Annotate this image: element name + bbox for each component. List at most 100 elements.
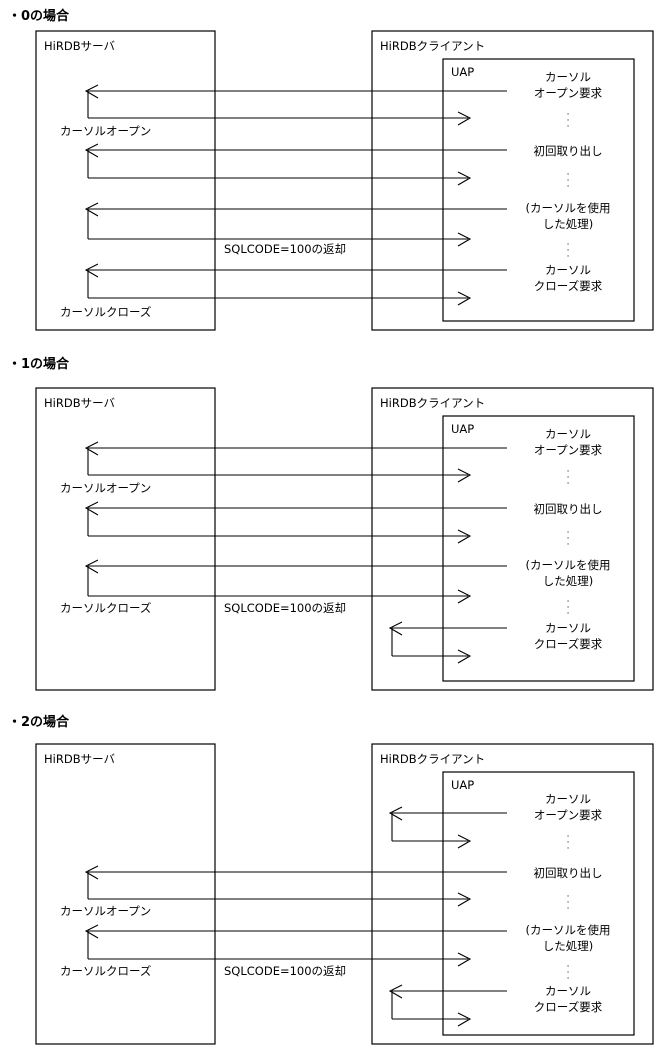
server-cursor-open-label: カーソルオープン (60, 904, 152, 918)
dot: · (566, 540, 570, 550)
dot: · (566, 528, 570, 538)
uap-step-line1: カーソル (545, 621, 591, 635)
ellipsis-1: · · · (566, 467, 570, 489)
client-box (371, 30, 654, 331)
dot: · (566, 603, 570, 613)
server-box-label: HiRDBサーバ (44, 752, 115, 766)
uap-step-line1: (カーソルを使用 (525, 923, 611, 937)
flow-first-fetch (84, 865, 507, 907)
server-box-label: HiRDBサーバ (44, 396, 115, 410)
uap-step-cursor-close-request: カーソル クローズ要求 (534, 620, 602, 652)
flow-cursor-open-request (84, 441, 507, 483)
uap-step-first-fetch: 初回取り出し (534, 865, 603, 881)
flow-cursor-process (84, 202, 507, 247)
flow-cursor-close-request-local (388, 984, 507, 1027)
flow-cursor-open-request (84, 84, 507, 126)
dot: · (566, 176, 570, 186)
server-box (35, 387, 216, 691)
dot: · (566, 892, 570, 902)
uap-step-cursor-process: (カーソルを使用 した処理) (526, 922, 611, 954)
section-case-2: ・2の場合 (0, 703, 658, 1051)
server-box-label: HiRDBサーバ (44, 39, 115, 53)
uap-step-line1: カーソル (545, 984, 591, 998)
dot: · (566, 832, 570, 842)
section-case-0: ・0の場合 (0, 0, 658, 348)
uap-box (442, 58, 635, 322)
uap-step-line2: した処理) (542, 574, 594, 588)
dot: · (566, 182, 570, 192)
flow-first-fetch (84, 501, 507, 544)
case-0-graphics (35, 30, 654, 331)
client-box-label: HiRDBクライアント (380, 752, 486, 766)
dot: · (566, 252, 570, 262)
flow-cursor-open-request-local (388, 806, 507, 849)
ellipsis-3: · · · (566, 598, 570, 619)
flow-cursor-process (84, 924, 507, 967)
server-cursor-close-label: カーソルクローズ (60, 601, 152, 615)
uap-step-line1: 初回取り出し (533, 866, 603, 880)
section-case-1: ・1の場合 (0, 348, 658, 703)
uap-step-cursor-open-request: カーソル オープン要求 (534, 69, 602, 101)
ellipsis-2: · · · (566, 892, 570, 914)
uap-step-line2: クローズ要求 (533, 1000, 603, 1014)
case-1-graphics (35, 387, 654, 691)
dot: · (566, 110, 570, 120)
uap-step-line2: した処理) (542, 939, 594, 953)
uap-step-line1: カーソル (545, 427, 591, 441)
ellipsis-3: · · · (566, 962, 570, 984)
dot: · (566, 838, 570, 848)
uap-step-cursor-close-request: カーソル クローズ要求 (534, 983, 602, 1015)
ellipsis-2: · · · (566, 171, 570, 192)
sqlcode-label: SQLCODE=100の返却 (224, 242, 347, 256)
uap-step-line2: オープン要求 (533, 808, 603, 822)
sqlcode-label: SQLCODE=100の返却 (224, 964, 347, 978)
uap-step-line1: 初回取り出し (533, 502, 603, 516)
uap-step-cursor-process: (カーソルを使用 した処理) (526, 200, 611, 232)
dot: · (566, 609, 570, 619)
sqlcode-label: SQLCODE=100の返却 (224, 601, 347, 615)
section-title-case-0: ・0の場合 (8, 9, 70, 24)
dot: · (566, 962, 570, 972)
uap-step-first-fetch: 初回取り出し (534, 501, 603, 517)
client-box-label: HiRDBクライアント (380, 39, 486, 53)
uap-step-cursor-process: (カーソルを使用 した処理) (526, 557, 611, 589)
server-cursor-close-label: カーソルクローズ (60, 305, 152, 319)
ellipsis-2: · · · (566, 528, 570, 550)
dot: · (566, 473, 570, 483)
uap-step-cursor-open-request: カーソル オープン要求 (534, 791, 602, 823)
section-title-case-1: ・1の場合 (8, 357, 70, 372)
dot: · (566, 240, 570, 250)
server-cursor-open-label: カーソルオープン (60, 481, 152, 495)
uap-step-cursor-open-request: カーソル オープン要求 (534, 426, 602, 458)
uap-step-cursor-close-request: カーソル クローズ要求 (534, 262, 602, 294)
flow-cursor-process (84, 559, 507, 604)
uap-step-line2: クローズ要求 (533, 279, 603, 293)
client-box-label: HiRDBクライアント (380, 396, 486, 410)
client-box (371, 387, 654, 691)
uap-step-first-fetch: 初回取り出し (534, 143, 603, 159)
dot: · (566, 467, 570, 477)
ellipsis-1: · · · (566, 832, 570, 854)
case-2-graphics (35, 743, 654, 1045)
client-box (371, 743, 654, 1045)
uap-step-line1: 初回取り出し (533, 144, 603, 158)
dot: · (566, 246, 570, 256)
uap-step-line2: した処理) (542, 217, 594, 231)
uap-step-line2: クローズ要求 (533, 637, 603, 651)
dot: · (566, 844, 570, 854)
uap-step-line1: カーソル (545, 263, 591, 277)
uap-box (442, 771, 635, 1036)
uap-step-line1: カーソル (545, 70, 591, 84)
dot: · (566, 974, 570, 984)
dot: · (566, 479, 570, 489)
section-title-case-2: ・2の場合 (8, 715, 70, 730)
uap-box-label: UAP (451, 422, 475, 436)
dot: · (566, 116, 570, 126)
uap-step-line1: カーソル (545, 792, 591, 806)
uap-step-line1: (カーソルを使用 (525, 558, 611, 572)
flow-first-fetch (84, 143, 507, 186)
uap-box (442, 415, 635, 682)
flow-cursor-close-request-local (388, 621, 507, 664)
dot: · (566, 534, 570, 544)
uap-step-line1: (カーソルを使用 (525, 201, 611, 215)
